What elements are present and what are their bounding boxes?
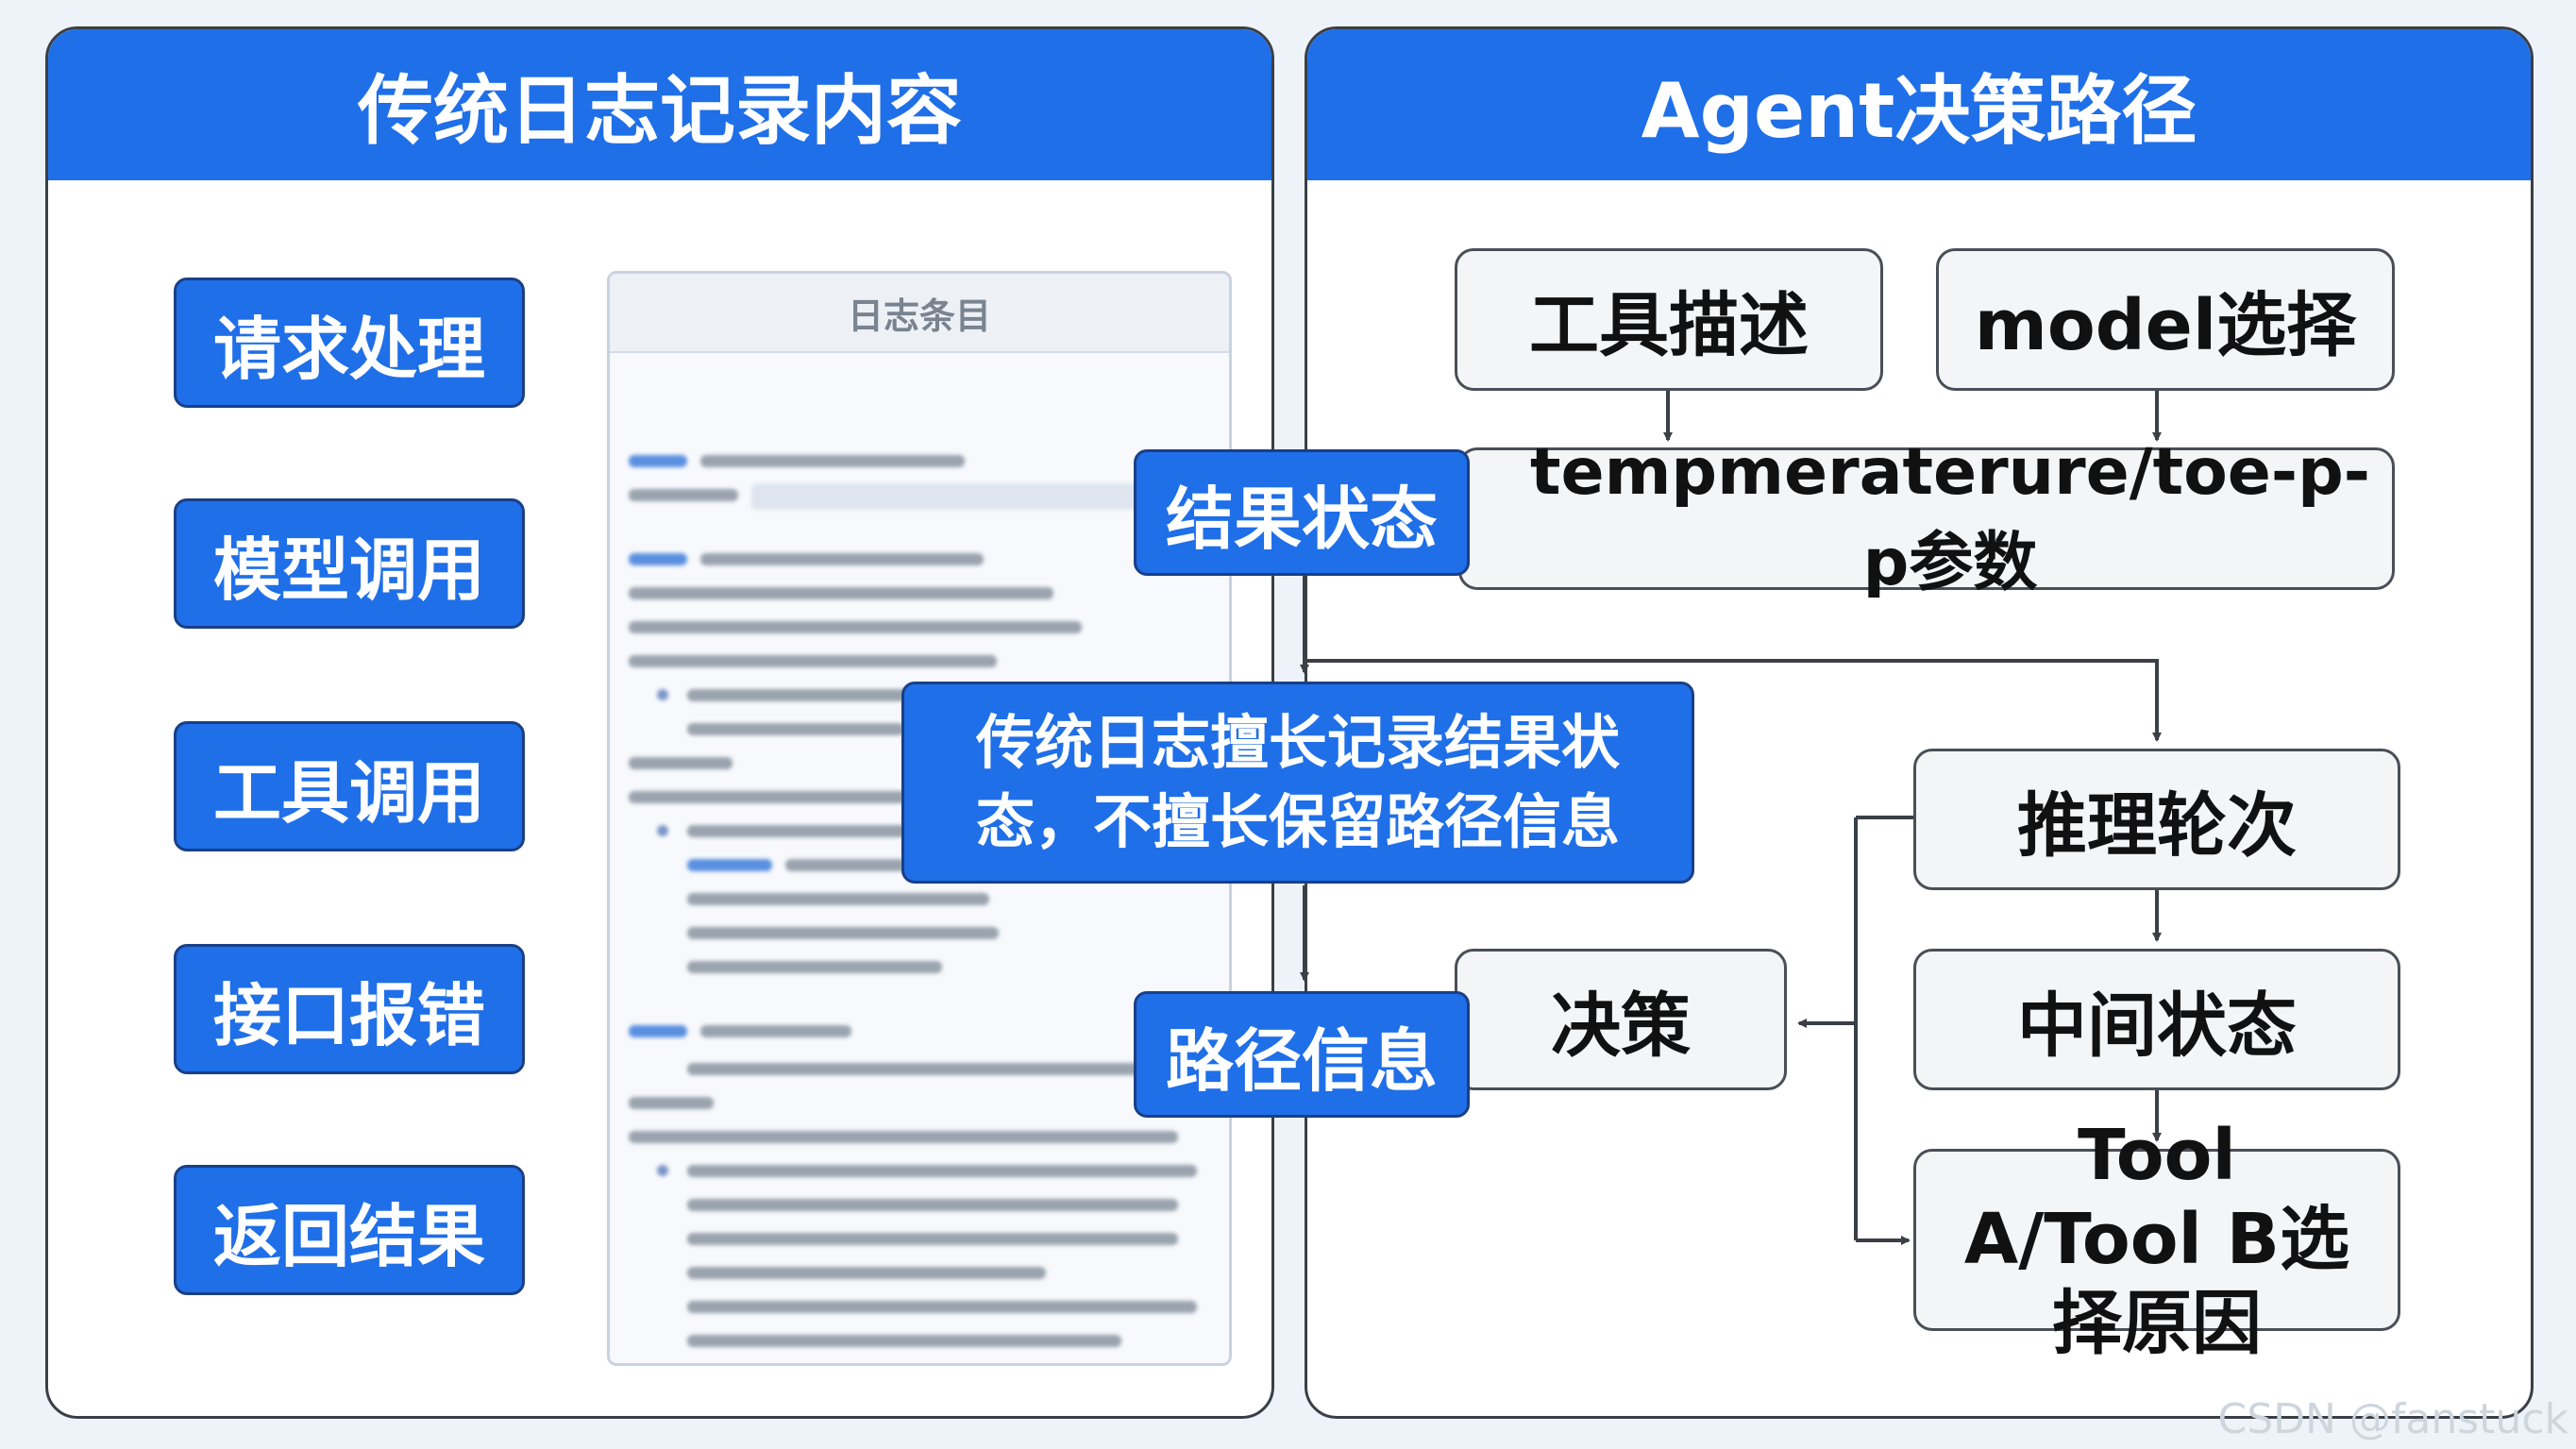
item-request-handling: 请求处理 bbox=[174, 278, 525, 408]
item-model-call: 模型调用 bbox=[174, 498, 525, 629]
callout-note: 传统日志擅长记录结果状态，不擅长保留路径信息 bbox=[901, 682, 1694, 884]
traditional-logging-title: 传统日志记录内容 bbox=[48, 29, 1271, 180]
result-state-label: 结果状态 bbox=[1134, 449, 1470, 576]
intermediate-state-box: 中间状态 bbox=[1913, 949, 2400, 1090]
agent-decision-title: Agent决策路径 bbox=[1307, 29, 2531, 180]
watermark-text: CSDN @fanstuck bbox=[2217, 1395, 2568, 1443]
item-return-result: 返回结果 bbox=[174, 1165, 525, 1295]
path-info-label: 路径信息 bbox=[1134, 991, 1470, 1118]
tool-selection-reason-box: Tool A/Tool B选择原因 bbox=[1913, 1115, 2400, 1364]
log-card-title: 日志条目 bbox=[610, 274, 1229, 353]
model-selection-box: model选择 bbox=[1936, 248, 2395, 391]
item-api-error: 接口报错 bbox=[174, 944, 525, 1074]
parameters-box: tempmeraterure/toe-p-p参数 bbox=[1458, 435, 2395, 600]
reasoning-rounds-box: 推理轮次 bbox=[1913, 749, 2400, 890]
tool-description-box: 工具描述 bbox=[1455, 248, 1883, 391]
item-tool-call: 工具调用 bbox=[174, 721, 525, 851]
decision-box: 决策 bbox=[1455, 949, 1787, 1090]
